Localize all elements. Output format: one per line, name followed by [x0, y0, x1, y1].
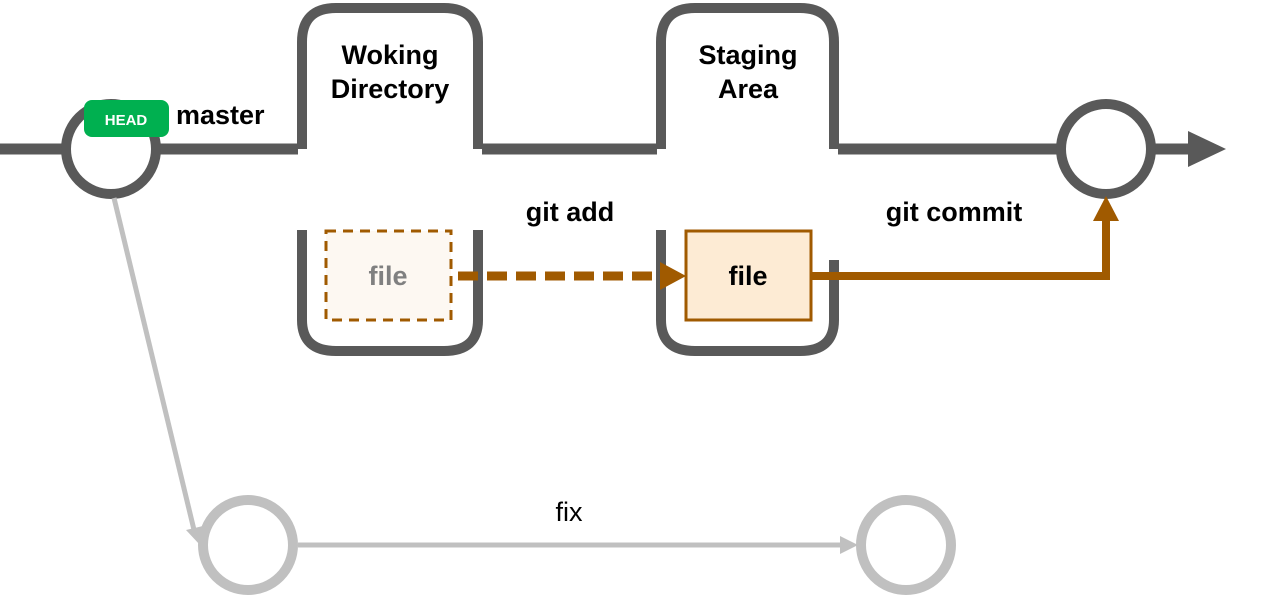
master-branch-line — [0, 131, 1226, 167]
working-directory-label-line1: Woking — [342, 40, 439, 70]
staged-file: file — [684, 229, 813, 322]
working-file: file — [324, 229, 453, 322]
staging-area-label-line1: Staging — [699, 40, 798, 70]
fix-branch-diverge-line — [111, 197, 198, 535]
fix-branch-arrowhead — [840, 536, 858, 554]
working-directory-box: Woking Directory — [297, 3, 483, 356]
head-badge-label: HEAD — [105, 112, 148, 129]
fix-commit-node-2 — [856, 495, 956, 595]
fix-branch: fix — [111, 197, 956, 595]
staged-file-label: file — [728, 261, 767, 291]
master-label: master — [176, 100, 265, 130]
git-commit-arrow — [811, 196, 1119, 280]
working-file-label: file — [368, 261, 407, 291]
new-commit-node — [1056, 99, 1156, 199]
git-add-arrowhead — [660, 262, 686, 290]
staging-area-box: Staging Area — [656, 3, 839, 356]
head-badge: HEAD — [84, 100, 169, 137]
git-add-label: git add — [526, 197, 615, 227]
master-arrowhead — [1188, 131, 1226, 167]
working-directory-label-line2: Directory — [331, 74, 450, 104]
fix-label: fix — [556, 497, 584, 527]
fix-commit-node-1 — [198, 495, 298, 595]
staging-area-label-line2: Area — [718, 74, 779, 104]
git-add-arrow — [458, 262, 686, 290]
git-commit-arrowhead — [1093, 196, 1119, 221]
git-commit-label: git commit — [886, 197, 1023, 227]
